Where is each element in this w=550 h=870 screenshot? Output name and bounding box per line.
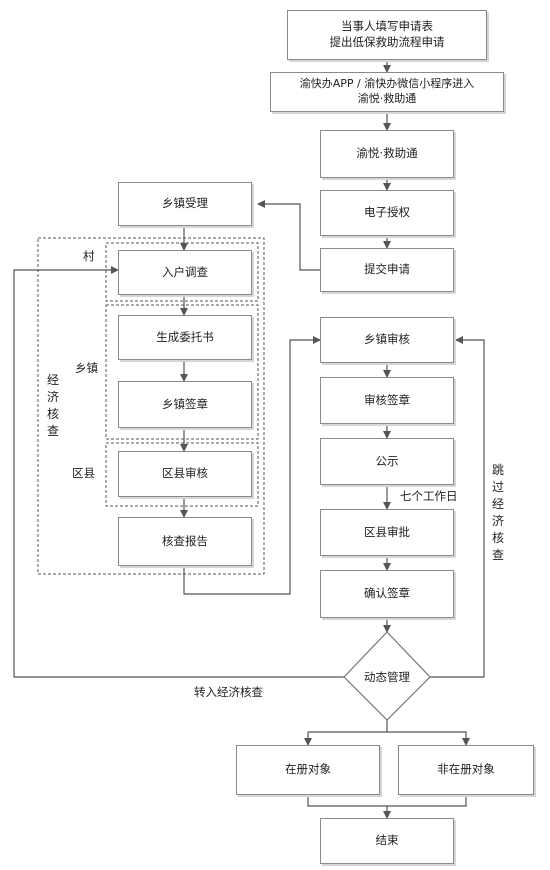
seven-workdays-label: 七个工作日: [400, 489, 458, 503]
arrow-submit-to-town-accept: [257, 200, 320, 271]
arrow-dynamic-to-economic-check: [13, 266, 344, 678]
submit-label: 提交申请: [364, 262, 410, 277]
district-review-box: 区县审核: [118, 451, 252, 497]
district-approve-box: 区县审批: [320, 509, 454, 556]
e-auth-label: 电子授权: [364, 205, 410, 220]
economic-check-group-border: [37, 237, 265, 575]
registered-label: 在册对象: [285, 762, 331, 777]
to-economic-check-label: 转入经济核查: [194, 685, 263, 699]
township-label: 乡镇: [75, 361, 98, 375]
economic-check-vertical-label: 经济核查: [46, 373, 59, 438]
entrust-box: 生成委托书: [118, 315, 252, 360]
arrow-split-to-not-registered: [387, 731, 470, 746]
confirm-seal-box: 确认签章: [320, 570, 454, 618]
audit-seal-label: 审核签章: [364, 392, 410, 407]
yuyue-box: 渝悦·救助通: [320, 130, 454, 178]
yuyue-label: 渝悦·救助通: [356, 146, 418, 161]
district-label: 区县: [72, 466, 95, 480]
town-accept-label: 乡镇受理: [162, 196, 208, 211]
arrow-dynamic-split: [308, 720, 388, 733]
arrow-not-registered-to-end: [387, 795, 467, 807]
app-entry-line2: 渝悦·救助通: [357, 92, 417, 105]
publicity-box: 公示: [320, 438, 454, 485]
check-report-box: 核查报告: [118, 517, 252, 566]
end-box: 结束: [320, 818, 454, 864]
skip-economic-check-vertical-label: 跳过经济核查: [491, 463, 504, 562]
not-registered-label: 非在册对象: [437, 762, 495, 777]
town-audit-box: 乡镇审核: [320, 317, 454, 363]
township-group-border: [105, 304, 259, 440]
arrow-report-to-town-audit: [183, 336, 321, 595]
app-entry-line1: 渝快办APP / 渝快办微信小程序进入: [299, 77, 475, 91]
town-accept-box: 乡镇受理: [118, 182, 252, 226]
arrow-dynamic-skip-to-town-audit: [430, 336, 485, 678]
apply-form-box: 当事人填写申请表 提出低保救助流程申请: [287, 10, 487, 60]
home-survey-box: 入户调查: [118, 250, 252, 295]
e-auth-box: 电子授权: [320, 190, 454, 236]
app-entry-box: 渝快办APP / 渝快办微信小程序进入 渝悦·救助通: [270, 72, 504, 112]
registered-box: 在册对象: [236, 745, 380, 795]
village-label: 村: [83, 249, 95, 263]
audit-seal-box: 审核签章: [320, 377, 454, 424]
town-seal-box: 乡镇签章: [118, 381, 252, 428]
arrow-registered-to-end: [307, 795, 387, 807]
end-label: 结束: [375, 833, 399, 848]
town-seal-label: 乡镇签章: [162, 396, 208, 411]
dynamic-management-diamond: [343, 631, 431, 721]
submit-box: 提交申请: [320, 248, 454, 292]
entrust-label: 生成委托书: [156, 329, 214, 344]
publicity-label: 公示: [375, 453, 399, 468]
district-approve-label: 区县审批: [364, 524, 410, 539]
dynamic-management-label: 动态管理: [364, 670, 410, 684]
town-audit-label: 乡镇审核: [364, 332, 410, 347]
not-registered-box: 非在册对象: [398, 745, 534, 795]
district-review-label: 区县审核: [162, 466, 208, 481]
home-survey-label: 入户调查: [162, 264, 208, 279]
check-report-label: 核查报告: [162, 533, 208, 548]
confirm-seal-label: 确认签章: [364, 586, 410, 601]
apply-form-line2: 提出低保救助流程申请: [329, 35, 445, 49]
apply-form-line1: 当事人填写申请表: [341, 19, 433, 34]
district-group-border: [105, 442, 259, 507]
